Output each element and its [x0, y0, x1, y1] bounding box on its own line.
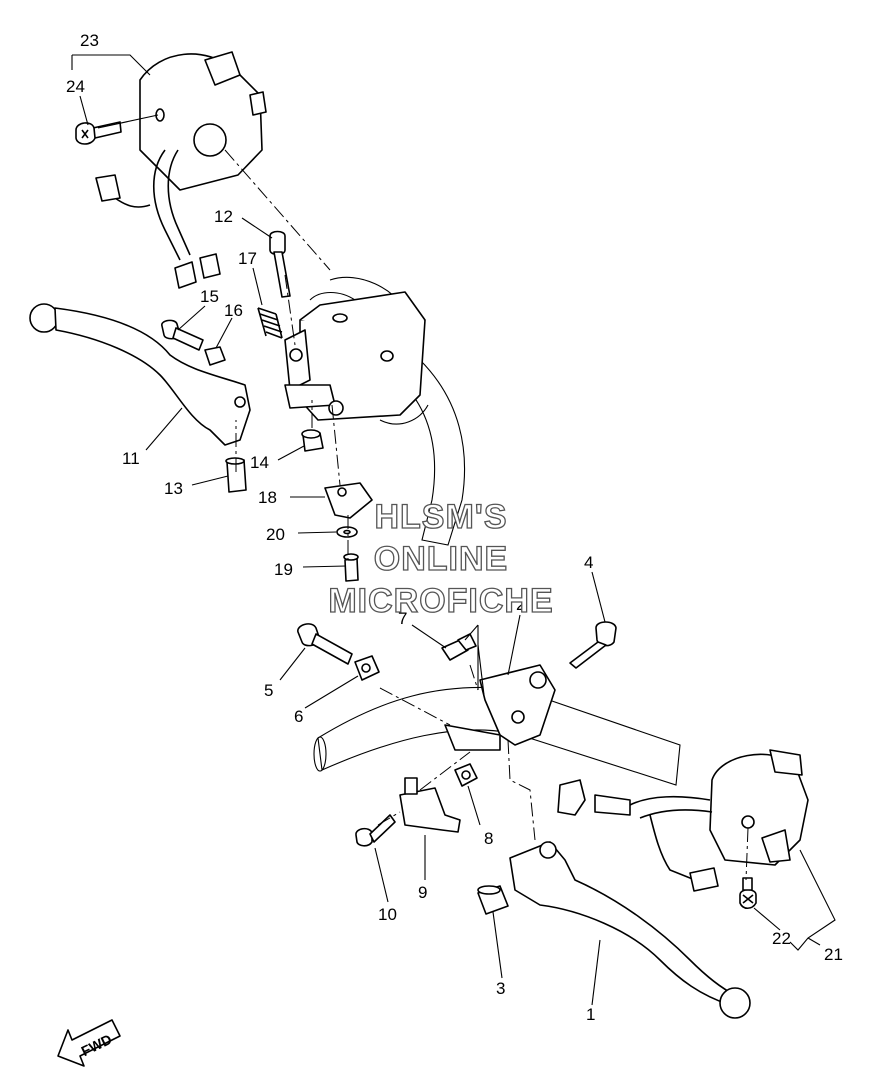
right-handlebar-switch	[557, 749, 809, 892]
callout-2: 2	[516, 595, 525, 614]
collar-3	[477, 885, 509, 915]
screw-22	[739, 877, 757, 910]
callout-9: 9	[418, 883, 427, 902]
switch-9	[399, 777, 461, 833]
callout-12: 12	[214, 207, 233, 226]
callout-15: 15	[200, 287, 219, 306]
washer-20	[336, 526, 358, 538]
callout-22: 22	[772, 929, 791, 948]
callout-3: 3	[496, 979, 505, 998]
callout-5: 5	[264, 681, 273, 700]
screw-7	[441, 633, 477, 661]
screw-24	[75, 121, 122, 145]
watermark-line-3: MICROFICHE	[328, 582, 553, 620]
callout-18: 18	[258, 488, 277, 507]
bracket-2	[444, 664, 556, 751]
bolt-12	[269, 230, 291, 298]
bush-14	[301, 429, 324, 452]
callout-11: 11	[122, 449, 140, 468]
callout-19: 19	[274, 560, 293, 579]
arrow-fwd-icon: FWD	[57, 1019, 121, 1067]
screw-19	[343, 553, 359, 582]
screw-10	[355, 814, 396, 847]
lever-1	[509, 841, 751, 1019]
collar-13	[225, 457, 247, 493]
callout-24: 24	[66, 77, 85, 96]
callout-labels: 23 24 12 17 15 16 11 14 13 18 20 19 4 2 …	[66, 31, 843, 1024]
spring-17	[257, 307, 283, 339]
callout-1: 1	[586, 1005, 595, 1024]
callout-20: 20	[266, 525, 285, 544]
callout-6: 6	[294, 707, 303, 726]
callout-16: 16	[224, 301, 243, 320]
callout-13: 13	[164, 479, 183, 498]
watermark-line-1: HLSM'S	[374, 498, 507, 536]
bolt-15	[161, 319, 204, 351]
nut-6	[354, 655, 380, 681]
callout-21: 21	[824, 945, 843, 964]
nut-8	[454, 763, 478, 787]
nut-16	[204, 346, 226, 366]
watermark-line-2: ONLINE	[374, 540, 508, 578]
centre-lines	[224, 149, 749, 881]
brake-switch-18	[324, 482, 373, 519]
master-cylinder	[284, 291, 429, 425]
lever-11	[29, 303, 251, 446]
callout-23: 23	[80, 31, 99, 50]
callout-17: 17	[238, 249, 257, 268]
left-handlebar-switch	[95, 51, 267, 289]
bolt-4	[569, 621, 617, 669]
callout-10: 10	[378, 905, 397, 924]
callout-14: 14	[250, 453, 269, 472]
callout-4: 4	[584, 553, 593, 572]
callout-8: 8	[484, 829, 493, 848]
leader-lines	[71, 54, 836, 1006]
watermark: HLSM'S ONLINE MICROFICHE	[328, 497, 554, 620]
bolt-5	[297, 623, 353, 665]
callout-7: 7	[398, 609, 407, 628]
